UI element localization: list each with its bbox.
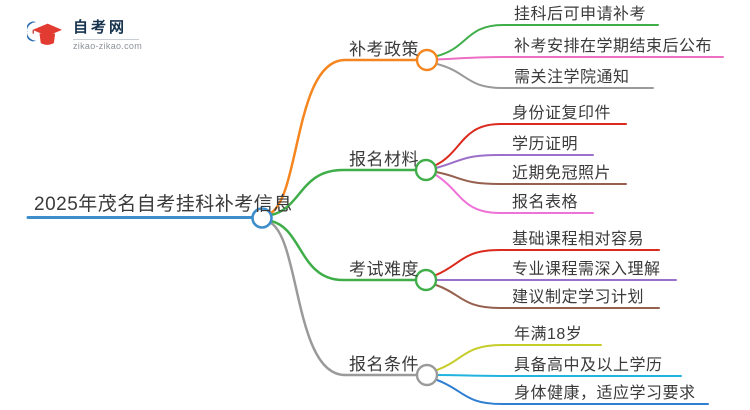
logo-title: 自考网 xyxy=(73,18,128,36)
leaf-label[interactable]: 身体健康，适应学习要求 xyxy=(514,385,696,402)
branch-curve-difficulty xyxy=(269,219,417,282)
leaf-label[interactable]: 挂科后可申请补考 xyxy=(514,6,647,23)
leaf-curve xyxy=(435,171,627,185)
leaf-label[interactable]: 需关注学院通知 xyxy=(514,69,630,86)
leaf-curve xyxy=(436,374,682,377)
leaf-label[interactable]: 报名表格 xyxy=(512,194,579,211)
logo-graduation-cap-icon xyxy=(27,21,62,45)
leaf-label[interactable]: 具备高中及以上学历 xyxy=(514,357,663,374)
leaf-curve xyxy=(435,249,660,276)
leaf-label[interactable]: 身份证复印件 xyxy=(512,105,612,122)
branch-label-materials[interactable]: 报名材料 xyxy=(349,150,419,169)
branch-node-circle-policy[interactable] xyxy=(415,48,439,72)
leaf-curve xyxy=(436,24,659,57)
branch-node-circle-conditions[interactable] xyxy=(415,363,439,387)
site-logo: 自考网 zikao-zikao.com xyxy=(27,11,142,55)
leaf-curve xyxy=(436,56,724,61)
leaf-label[interactable]: 近期免冠照片 xyxy=(512,165,612,182)
branch-curve-policy xyxy=(269,58,418,215)
logo-divider xyxy=(73,38,139,40)
branch-label-policy[interactable]: 补考政策 xyxy=(349,40,419,59)
branch-label-conditions[interactable]: 报名条件 xyxy=(349,355,419,374)
branch-label-difficulty[interactable]: 考试难度 xyxy=(349,260,419,279)
root-node-circle[interactable] xyxy=(251,207,273,229)
leaf-curve xyxy=(435,174,594,214)
leaf-label[interactable]: 专业课程需深入理解 xyxy=(512,261,661,278)
leaf-curve xyxy=(435,123,627,166)
leaf-label[interactable]: 学历证明 xyxy=(512,136,579,153)
leaf-curve xyxy=(435,154,594,169)
leaf-curve xyxy=(436,344,602,371)
leaf-label[interactable]: 年满18岁 xyxy=(514,326,583,343)
logo-text: 自考网 zikao-zikao.com xyxy=(73,16,142,51)
leaf-label[interactable]: 补考安排在学期结束后公布 xyxy=(514,38,713,55)
leaf-curve xyxy=(436,379,709,405)
logo-domain: zikao-zikao.com xyxy=(73,40,143,51)
branch-curve-materials xyxy=(269,168,417,217)
leaf-label[interactable]: 基础课程相对容易 xyxy=(512,231,645,248)
branch-curve-conditions xyxy=(269,221,418,377)
branch-node-circle-materials[interactable] xyxy=(414,158,438,182)
branch-node-circle-difficulty[interactable] xyxy=(414,268,438,292)
leaf-curve xyxy=(435,284,660,309)
leaf-label[interactable]: 建议制定学习计划 xyxy=(512,289,645,306)
root-node-label[interactable]: 2025年茂名自考挂科补考信息 xyxy=(34,194,293,215)
leaf-curve xyxy=(436,63,654,89)
